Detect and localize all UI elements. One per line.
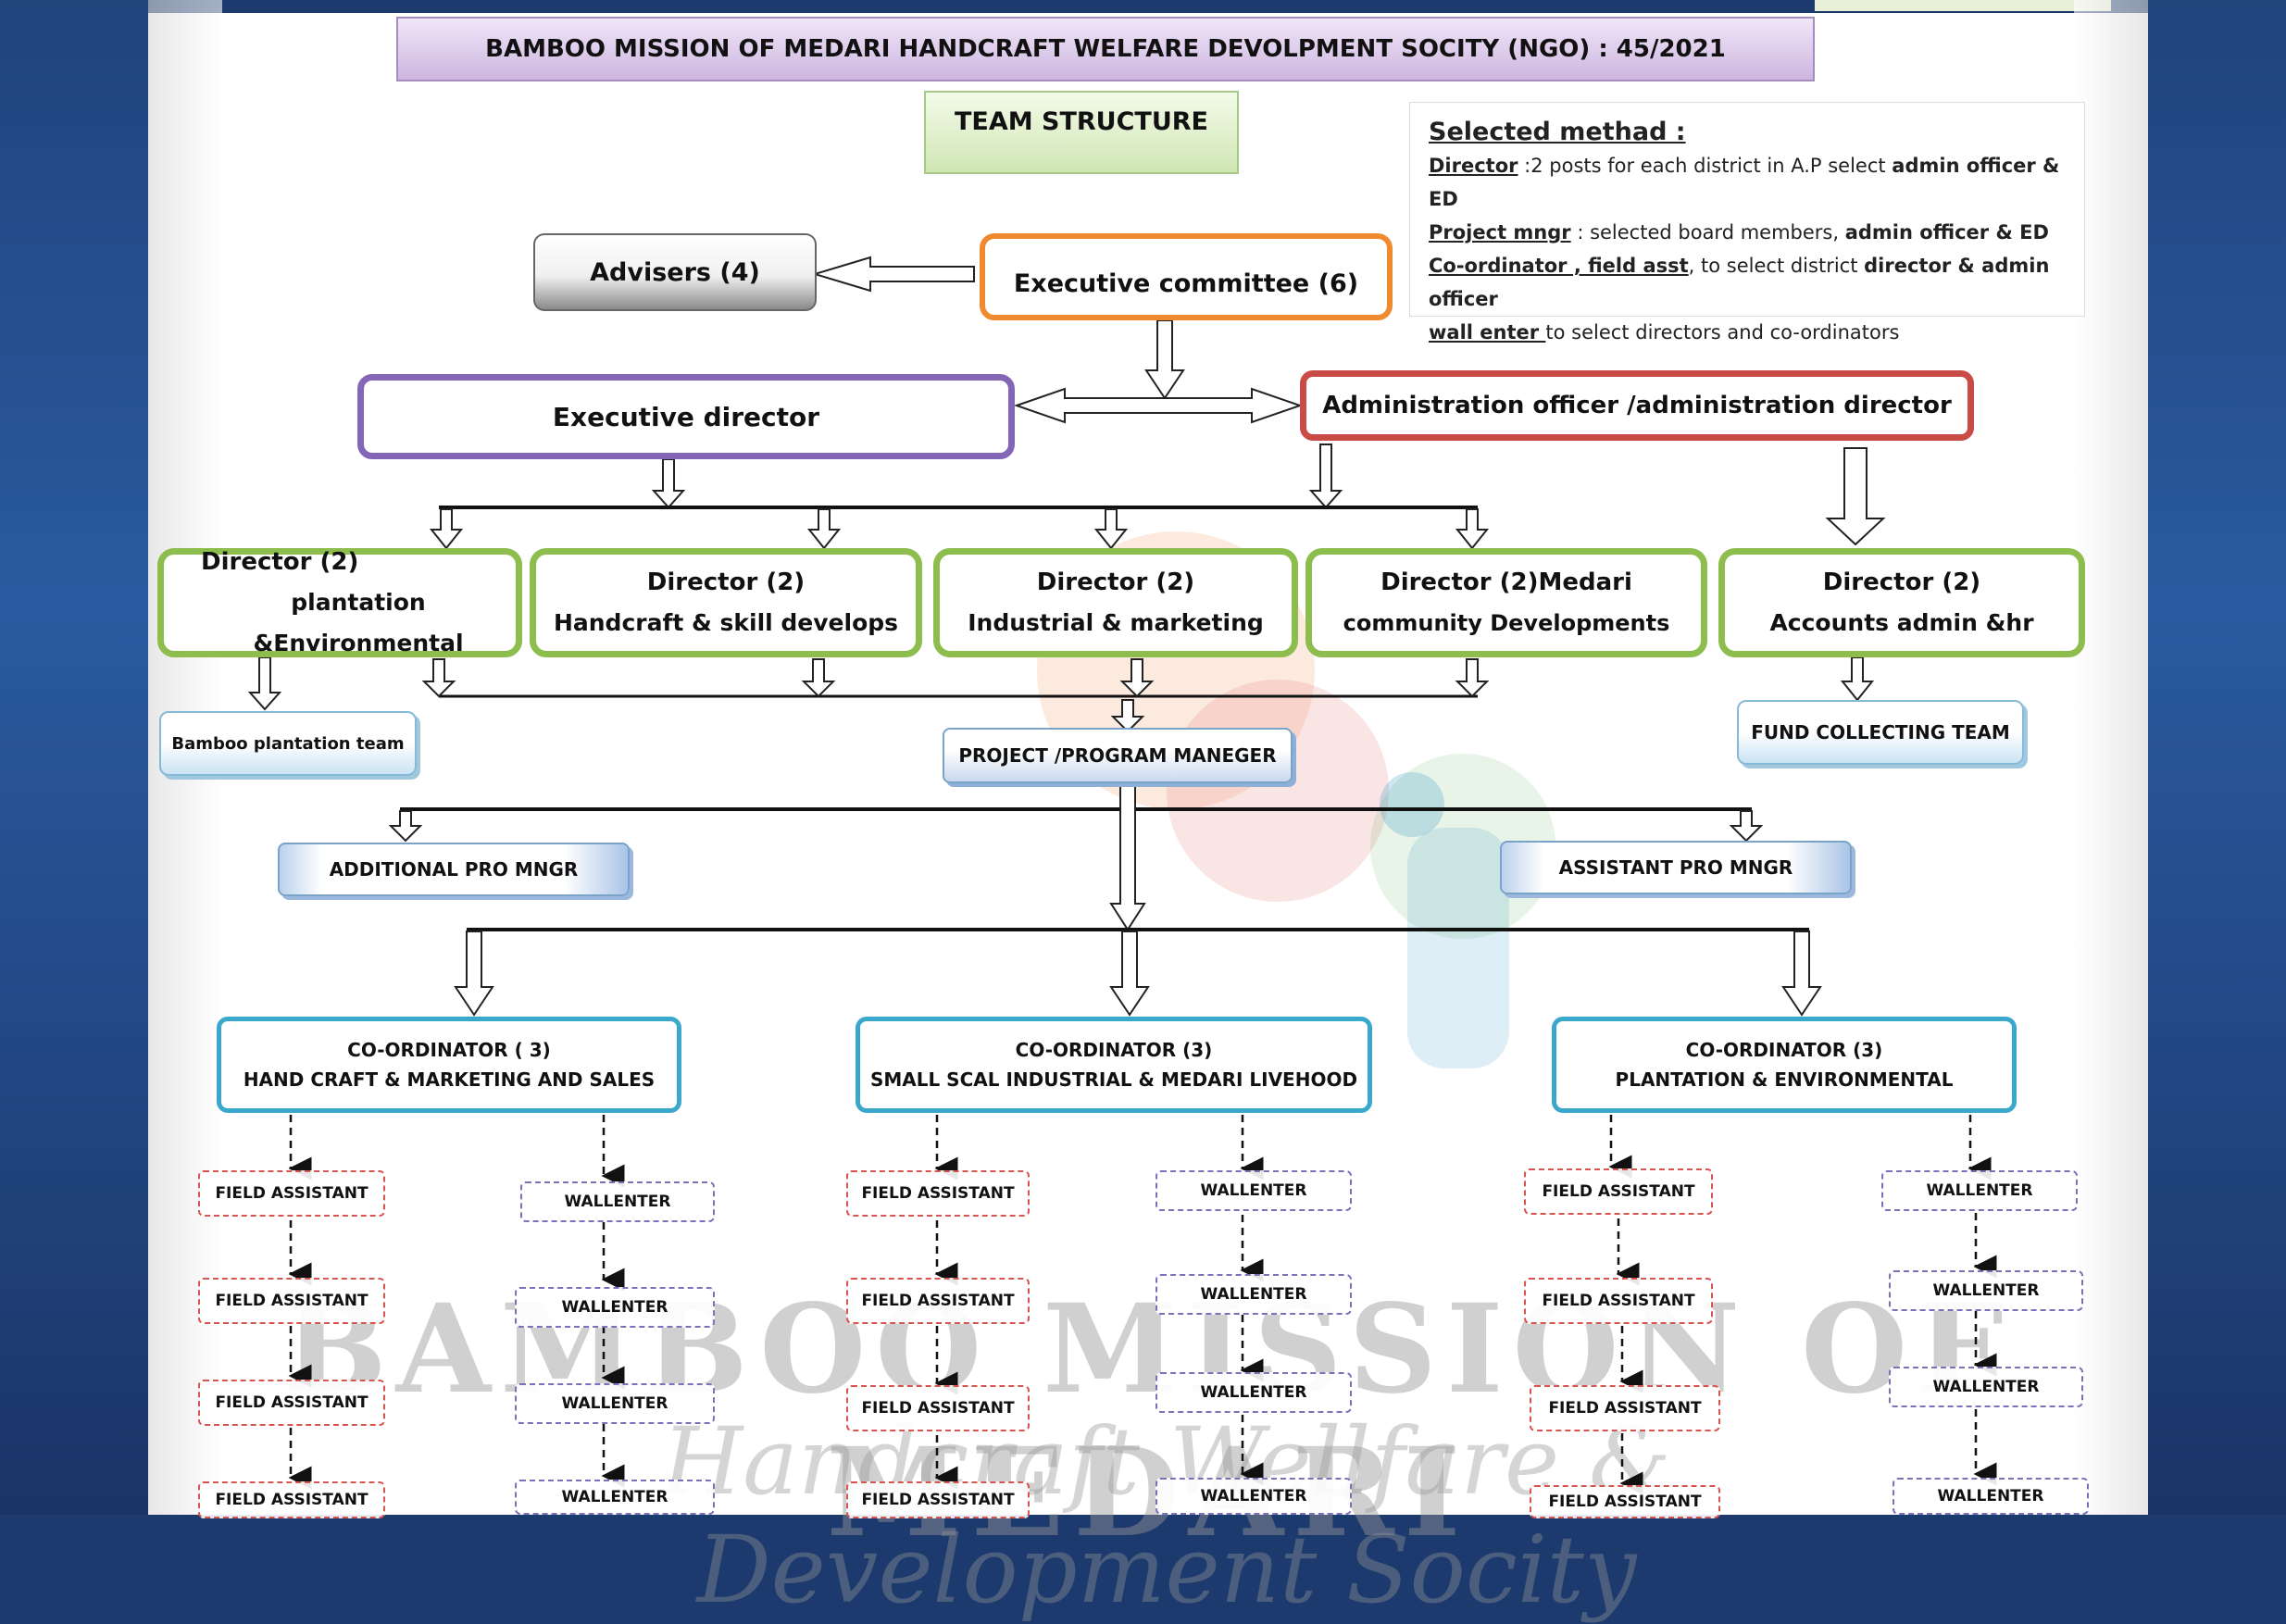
field-assistant-node: FIELD ASSISTANT	[846, 1385, 1030, 1431]
director-subtitle: plantation &Environmental	[253, 589, 464, 656]
director-title: Director (2)	[201, 548, 359, 576]
arrow-dir1	[429, 508, 464, 550]
coordinator-title: CO-ORDINATOR (3)	[1015, 1039, 1213, 1061]
arrow-add-pm	[388, 810, 423, 843]
director-subtitle: Industrial & marketing	[968, 609, 1264, 636]
arrow-dir1-bus	[421, 658, 456, 698]
coordinator-subtitle: PLANTATION & ENVIRONMENTAL	[1615, 1068, 1954, 1091]
arrow-co1	[454, 931, 494, 1017]
left-background	[0, 0, 148, 1515]
director-title: Director (2)	[1822, 568, 1981, 596]
arrow-dir2	[806, 508, 842, 550]
selected-method-heading: Selected methad :	[1429, 118, 1686, 146]
field-assistant-node: FIELD ASSISTANT	[1530, 1385, 1720, 1431]
arrow-dir4	[1455, 508, 1490, 550]
project-manager-node: PROJECT /PROGRAM MANEGER	[943, 728, 1293, 783]
arrow-dir2-bus	[801, 658, 836, 698]
executive-committee-node: Executive committee (6)	[980, 233, 1393, 320]
coordinator-title: CO-ORDINATOR ( 3)	[347, 1039, 551, 1061]
field-assistant-node: FIELD ASSISTANT	[846, 1278, 1030, 1324]
field-assistant-node: FIELD ASSISTANT	[198, 1278, 385, 1324]
wallenter-node: WALLENTER	[1155, 1478, 1352, 1515]
method-row: Project mngr : selected board members, a…	[1429, 221, 2049, 244]
arrow-admin-left-down	[1308, 443, 1343, 509]
coordinator-subtitle: SMALL SCAL INDUSTRIAL & MEDARI LIVEHOOD	[869, 1068, 1358, 1091]
arrow-asst-pm	[1729, 810, 1764, 843]
wallenter-node: WALLENTER	[1889, 1270, 2083, 1311]
wallenter-node: WALLENTER	[1881, 1170, 2078, 1211]
wallenter-node: WALLENTER	[515, 1480, 715, 1515]
assistant-pm-node: ASSISTANT PRO MNGR	[1500, 841, 1852, 894]
director-title: Director (2)	[1036, 568, 1195, 596]
method-row: wall enter to select directors and co-or…	[1429, 321, 1900, 344]
arrow-dir3	[1093, 508, 1129, 550]
wallenter-node: WALLENTER	[1155, 1274, 1352, 1315]
director-title: Director (2)Medari	[1380, 568, 1632, 596]
advisers-node: Advisers (4)	[533, 233, 817, 311]
director-medari-node: Director (2)Medari community Development…	[1305, 548, 1707, 657]
arrow-co2	[1109, 931, 1150, 1017]
arrow-to-advisers	[811, 256, 975, 293]
arrow-admin-right-down	[1825, 447, 1886, 546]
top-strip	[1815, 0, 2111, 11]
arrow-bamboo	[247, 656, 282, 711]
director-plantation-node: Director (2) plantation &Environmental	[157, 548, 522, 657]
arrow-fund	[1840, 656, 1875, 702]
wallenter-node: WALLENTER	[515, 1287, 715, 1328]
director-subtitle: community Developments	[1343, 610, 1670, 636]
arrow-pm-down	[1109, 782, 1146, 931]
field-assistant-node: FIELD ASSISTANT	[846, 1170, 1030, 1217]
field-assistant-node: FIELD ASSISTANT	[198, 1170, 385, 1217]
wallenter-node: WALLENTER	[1155, 1372, 1352, 1413]
coordinator-handcraft-node: CO-ORDINATOR ( 3) HAND CRAFT & MARKETING…	[217, 1017, 681, 1113]
coordinator-plantation-node: CO-ORDINATOR (3) PLANTATION & ENVIRONMEN…	[1552, 1017, 2017, 1113]
arrow-co3	[1781, 931, 1822, 1017]
coordinator-title: CO-ORDINATOR (3)	[1685, 1039, 1883, 1061]
coordinator-industrial-node: CO-ORDINATOR (3) SMALL SCAL INDUSTRIAL &…	[856, 1017, 1372, 1113]
watermark-logo-blue	[1380, 772, 1444, 837]
watermark-logo-red	[1167, 680, 1389, 902]
fund-collecting-team-node: FUND COLLECTING TEAM	[1737, 700, 2024, 765]
connector-lines	[247, 256, 1997, 1495]
director-industrial-node: Director (2) Industrial & marketing	[933, 548, 1298, 657]
director-subtitle: Accounts admin &hr	[1769, 609, 2034, 636]
wallenter-node: WALLENTER	[1155, 1170, 1352, 1211]
watermark-logo-blue-figure	[1407, 828, 1509, 1068]
coordinator-subtitle: HAND CRAFT & MARKETING AND SALES	[243, 1068, 656, 1091]
method-row: Co-ordinator , field asst, to select dis…	[1429, 255, 2050, 310]
right-fold-shadow	[2074, 0, 2148, 1515]
additional-pm-node: ADDITIONAL PRO MNGR	[278, 843, 630, 896]
wallenter-node: WALLENTER	[1893, 1478, 2089, 1515]
field-assistant-node: FIELD ASSISTANT	[846, 1481, 1030, 1518]
bamboo-plantation-team-node: Bamboo plantation team	[159, 711, 417, 776]
selected-method-panel: Selected methad : Director :2 posts for …	[1409, 102, 2085, 344]
arrow-exec-comm-down	[1144, 319, 1185, 400]
wallenter-node: WALLENTER	[520, 1181, 715, 1222]
director-accounts-node: Director (2) Accounts admin &hr	[1718, 548, 2085, 657]
right-background	[2148, 0, 2286, 1515]
admin-officer-node: Administration officer /administration d…	[1300, 370, 1974, 441]
director-title: Director (2)	[646, 568, 806, 596]
director-subtitle: Handcraft & skill develops	[553, 609, 899, 636]
arrow-ed-down	[651, 458, 686, 509]
executive-director-node: Executive director	[357, 374, 1015, 459]
arrow-to-pm	[1110, 699, 1145, 733]
arrow-ed-admin	[1013, 387, 1304, 424]
field-assistant-node: FIELD ASSISTANT	[1530, 1485, 1720, 1518]
arrow-dir3-bus	[1119, 658, 1155, 698]
field-assistant-node: FIELD ASSISTANT	[1524, 1278, 1713, 1324]
field-assistant-node: FIELD ASSISTANT	[198, 1380, 385, 1426]
team-structure-label: TEAM STRUCTURE	[924, 91, 1239, 174]
page-title: BAMBOO MISSION OF MEDARI HANDCRAFT WELFA…	[396, 17, 1815, 81]
field-assistant-node: FIELD ASSISTANT	[198, 1481, 385, 1518]
arrow-dir4-bus	[1455, 658, 1490, 698]
wallenter-node: WALLENTER	[1889, 1367, 2083, 1407]
wallenter-node: WALLENTER	[515, 1383, 715, 1424]
method-row: Director :2 posts for each district in A…	[1429, 155, 2060, 210]
director-handcraft-node: Director (2) Handcraft & skill develops	[530, 548, 922, 657]
field-assistant-node: FIELD ASSISTANT	[1524, 1168, 1713, 1215]
